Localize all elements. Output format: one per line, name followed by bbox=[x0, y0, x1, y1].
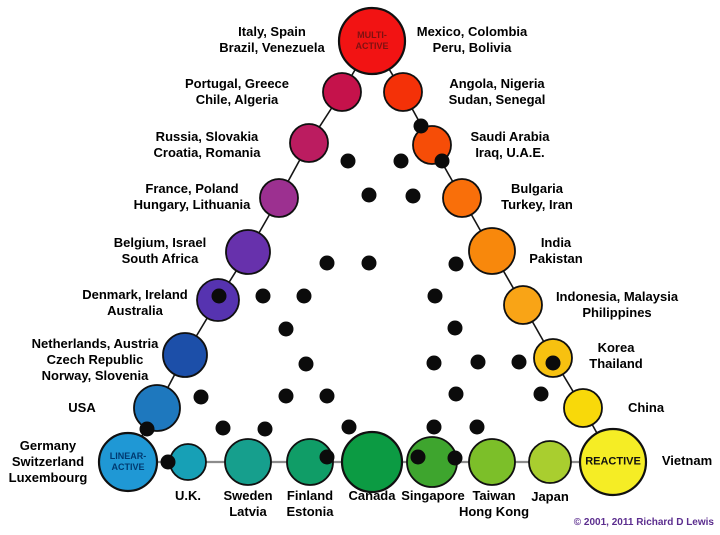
label-angola-nigeria: Angola, Nigeria Sudan, Senegal bbox=[448, 76, 546, 107]
hybrid-dot bbox=[139, 421, 155, 437]
node-circle-china bbox=[563, 388, 603, 428]
label-sweden-latvia: Sweden Latvia bbox=[223, 488, 273, 519]
hybrid-dot bbox=[448, 256, 464, 272]
hybrid-dot bbox=[413, 118, 429, 134]
label-singapore: Singapore bbox=[401, 488, 465, 503]
hybrid-dot bbox=[160, 454, 176, 470]
label-india-pakistan: India Pakistan bbox=[529, 235, 583, 266]
node-circle-multi-active bbox=[337, 6, 407, 76]
label-belgium-israel: Belgium, Israel South Africa bbox=[113, 235, 207, 266]
node-circle-reactive bbox=[578, 427, 648, 497]
hybrid-dot bbox=[448, 386, 464, 402]
label-portugal-greece: Portugal, Greece Chile, Algeria bbox=[184, 76, 290, 107]
label-denmark-ireland: Denmark, Ireland Australia bbox=[82, 287, 188, 318]
hybrid-dot bbox=[533, 386, 549, 402]
label-indonesia-malaysia: Indonesia, Malaysia Philippines bbox=[555, 289, 679, 320]
hybrid-dot bbox=[298, 356, 314, 372]
hybrid-dot bbox=[545, 355, 561, 371]
label-italy-spain: Italy, Spain Brazil, Venezuela bbox=[219, 24, 325, 55]
hybrid-dot bbox=[278, 388, 294, 404]
label-vietnam: Vietnam bbox=[661, 453, 713, 468]
label-korea-thailand: Korea Thailand bbox=[589, 340, 643, 371]
label-mexico-colombia: Mexico, Colombia Peru, Bolivia bbox=[416, 24, 528, 55]
node-circle-portugal-greece bbox=[322, 72, 362, 112]
node-circle-taiwan-hongkong bbox=[468, 438, 516, 486]
node-circle-canada bbox=[340, 430, 404, 494]
label-saudi-arabia: Saudi Arabia Iraq, U.A.E. bbox=[470, 129, 550, 160]
node-circle-bulgaria-turkey bbox=[442, 178, 482, 218]
node-circle-france-poland bbox=[259, 178, 299, 218]
hybrid-dot bbox=[319, 388, 335, 404]
label-china: China bbox=[627, 400, 665, 415]
hybrid-dot bbox=[211, 288, 227, 304]
copyright-notice: © 2001, 2011 Richard D Lewis bbox=[573, 517, 714, 528]
hybrid-dot bbox=[410, 449, 426, 465]
hybrid-dot bbox=[470, 354, 486, 370]
linear-active-node-label: LINEAR- ACTIVE bbox=[109, 451, 147, 472]
node-circle-india-pakistan bbox=[468, 227, 516, 275]
hybrid-dot bbox=[393, 153, 409, 169]
label-uk: U.K. bbox=[175, 488, 201, 503]
label-taiwan-hongkong: Taiwan Hong Kong bbox=[458, 488, 530, 519]
hybrid-dot bbox=[427, 288, 443, 304]
hybrid-dot bbox=[257, 421, 273, 437]
hybrid-dot bbox=[296, 288, 312, 304]
hybrid-dot bbox=[434, 153, 450, 169]
node-circle-usa bbox=[133, 384, 181, 432]
label-germany-switzerland: Germany Switzerland Luxembourg bbox=[8, 438, 88, 485]
label-russia-slovakia: Russia, Slovakia Croatia, Romania bbox=[153, 129, 261, 160]
node-circle-russia-slovakia bbox=[289, 123, 329, 163]
hybrid-dot bbox=[426, 419, 442, 435]
hybrid-dot bbox=[469, 419, 485, 435]
node-circle-netherlands-austria bbox=[162, 332, 208, 378]
hybrid-dot bbox=[341, 419, 357, 435]
reactive-node-label: REACTIVE bbox=[585, 455, 641, 468]
hybrid-dot bbox=[278, 321, 294, 337]
label-bulgaria-turkey: Bulgaria Turkey, Iran bbox=[501, 181, 573, 212]
node-circle-finland-estonia bbox=[286, 438, 334, 486]
node-circle-japan bbox=[528, 440, 572, 484]
label-finland-estonia: Finland Estonia bbox=[286, 488, 334, 519]
hybrid-dot bbox=[255, 288, 271, 304]
multi-active-node-label: MULTI- ACTIVE bbox=[355, 30, 389, 51]
hybrid-dot bbox=[426, 355, 442, 371]
hybrid-dot bbox=[447, 320, 463, 336]
node-circle-belgium-israel bbox=[225, 229, 271, 275]
hybrid-dot bbox=[361, 187, 377, 203]
node-circle-sweden-latvia bbox=[224, 438, 272, 486]
hybrid-dot bbox=[319, 449, 335, 465]
hybrid-dot bbox=[405, 188, 421, 204]
hybrid-dot bbox=[511, 354, 527, 370]
hybrid-dot bbox=[215, 420, 231, 436]
hybrid-dot bbox=[193, 389, 209, 405]
label-netherlands-austria: Netherlands, Austria Czech Republic Norw… bbox=[31, 336, 159, 383]
node-circle-linear-active bbox=[97, 431, 159, 493]
node-circle-indonesia-malaysia bbox=[503, 285, 543, 325]
node-circle-angola-nigeria bbox=[383, 72, 423, 112]
label-france-poland: France, Poland Hungary, Lithuania bbox=[133, 181, 251, 212]
label-japan: Japan bbox=[531, 489, 569, 504]
hybrid-dot bbox=[319, 255, 335, 271]
hybrid-dot bbox=[447, 450, 463, 466]
hybrid-dot bbox=[361, 255, 377, 271]
label-canada: Canada bbox=[348, 488, 396, 503]
label-usa: USA bbox=[68, 400, 96, 415]
hybrid-dot bbox=[340, 153, 356, 169]
